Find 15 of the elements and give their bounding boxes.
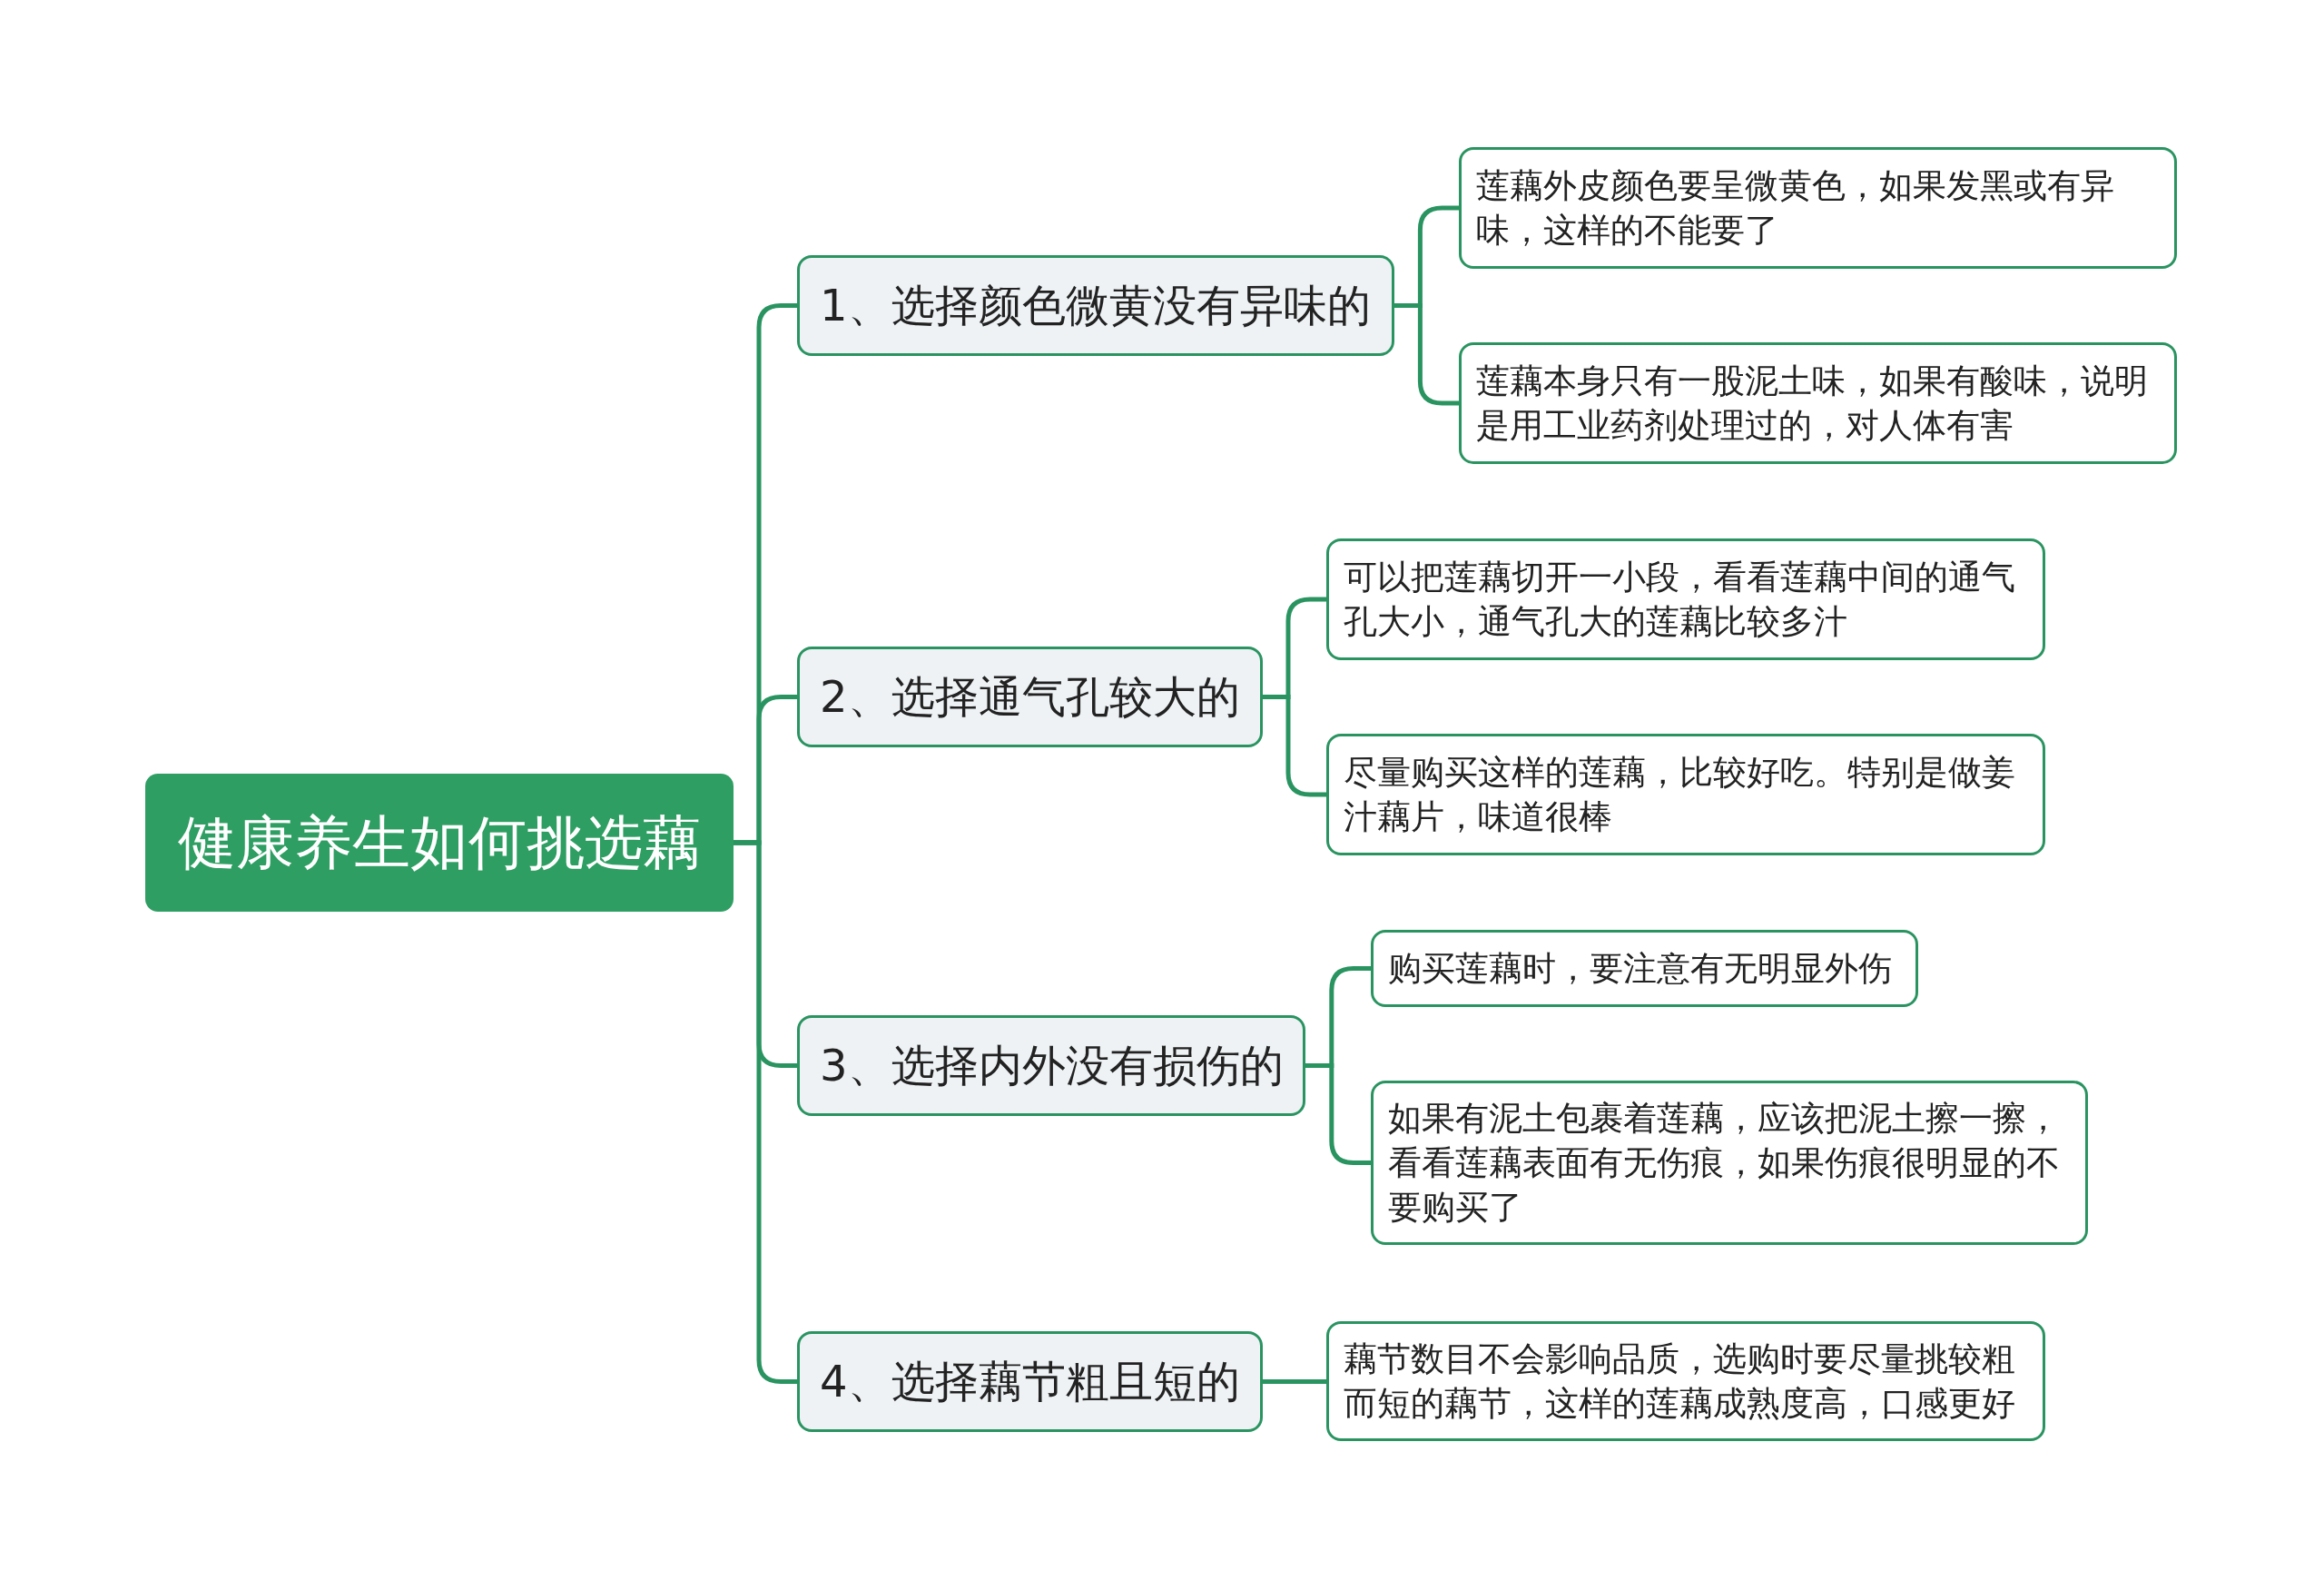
subtopic-box: 尽量购买这样的莲藕，比较好吃。特别是做姜汁藕片，味道很棒 (1326, 734, 2045, 855)
subtopic-box: 莲藕外皮颜色要呈微黄色，如果发黑或有异味，这样的不能要了 (1459, 147, 2177, 269)
central-topic-box: 健康养生如何挑选藕 (145, 774, 734, 912)
connector-line (1263, 1379, 1326, 1384)
topic-box: 3、选择内外没有损伤的 (797, 1015, 1305, 1116)
topic-box: 1、选择颜色微黄没有异味的 (797, 255, 1394, 356)
subtopic-box: 如果有泥土包裹着莲藕，应该把泥土擦一擦，看看莲藕表面有无伤痕，如果伤痕很明显的不要购买了 (1371, 1081, 2088, 1245)
connector-line (1305, 1063, 1371, 1165)
topic-box: 4、选择藕节粗且短的 (797, 1331, 1263, 1432)
subtopic-box: 藕节数目不会影响品质，选购时要尽量挑较粗而短的藕节，这样的莲藕成熟度高，口感更好 (1326, 1321, 2045, 1441)
subtopic-box: 莲藕本身只有一股泥土味，如果有酸味，说明是用工业药剂处理过的，对人体有害 (1459, 342, 2177, 464)
subtopic-box: 可以把莲藕切开一小段，看看莲藕中间的通气孔大小，通气孔大的莲藕比较多汁 (1326, 538, 2045, 660)
topic-box: 2、选择通气孔较大的 (797, 647, 1263, 747)
subtopic-box: 购买莲藕时，要注意有无明显外伤 (1371, 930, 1918, 1007)
connector-line (1394, 303, 1459, 406)
